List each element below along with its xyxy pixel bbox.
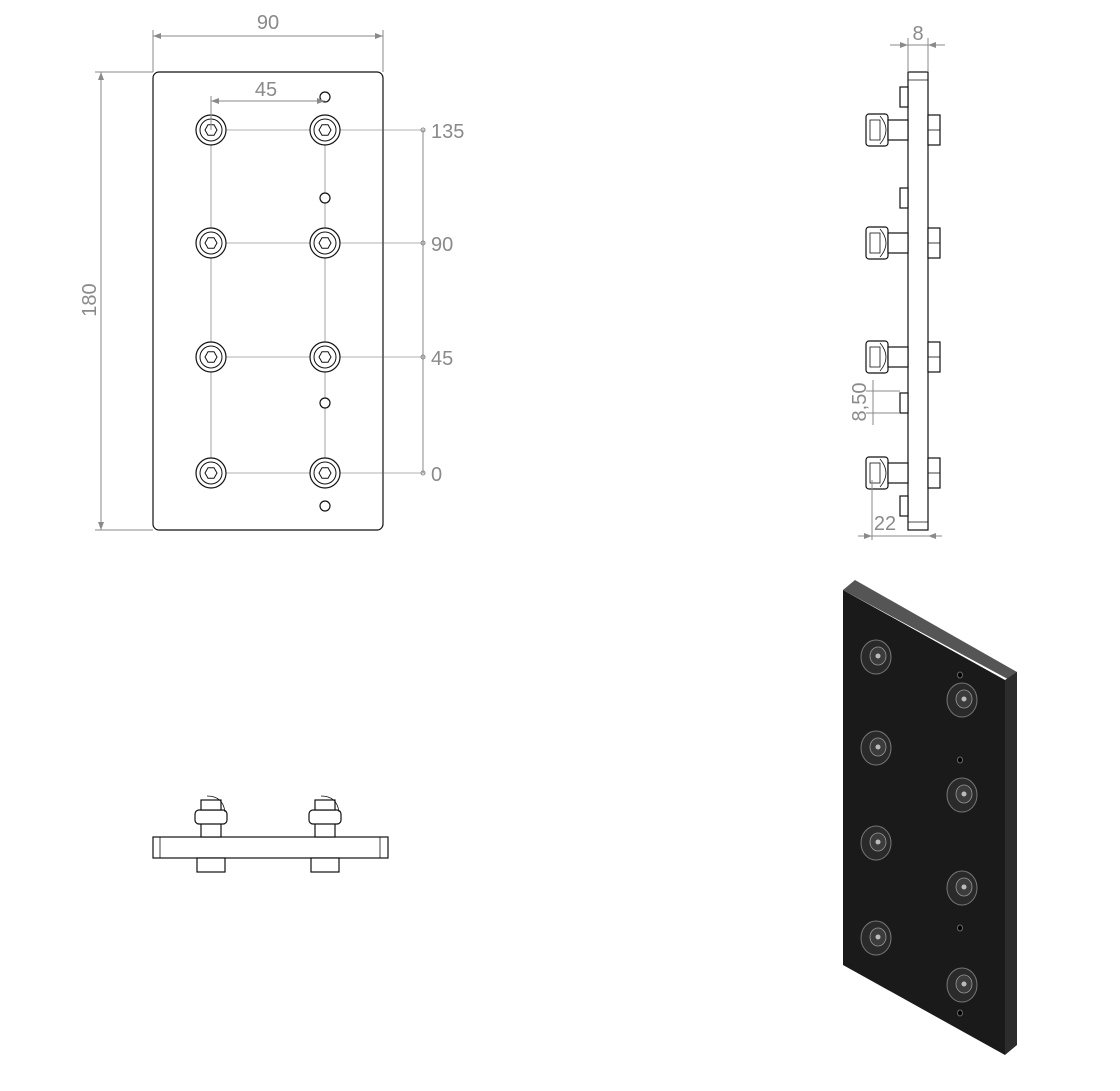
bolt-holes (195, 91, 341, 512)
t-nut-detail (869, 232, 881, 254)
pitch-dimension: 45 (210, 79, 325, 130)
side-fasteners (865, 86, 941, 517)
t-nut (865, 456, 889, 490)
ordinate-mark (420, 470, 426, 476)
t-nut-curve (879, 458, 887, 488)
hex-socket-icon (875, 744, 881, 750)
ordinate-dimensions: 135 90 45 0 (420, 121, 464, 486)
t-nut-curve (320, 795, 340, 813)
bolt-head (310, 857, 340, 873)
spacer (899, 392, 909, 414)
hex-socket-icon (318, 351, 332, 363)
t-nut-curve (879, 342, 887, 372)
t-nut (308, 809, 342, 825)
iso-small-hole (957, 1009, 963, 1017)
t-nut-curve (879, 115, 887, 145)
isometric-view (843, 580, 1017, 1055)
bolt-head-inner (313, 345, 337, 369)
bolt-shank (887, 119, 909, 141)
ordinate-mark (420, 354, 426, 360)
hex-socket-icon (318, 124, 332, 136)
ordinate-label-135: 135 (431, 121, 464, 143)
pitch-label: 45 (255, 79, 277, 101)
depth-dimension: 22 (858, 480, 942, 540)
height-dimension: 180 (79, 71, 153, 531)
spacer-label: 8,50 (849, 383, 871, 422)
spacer (899, 495, 909, 517)
front-view: 90 45 180 135 90 45 0 (79, 12, 464, 531)
small-hole (319, 397, 331, 409)
t-nut-top (314, 799, 336, 811)
ordinate-label-45: 45 (431, 348, 453, 370)
small-hole (319, 91, 331, 103)
thickness-dimension: 8 (890, 23, 945, 72)
thickness-label: 8 (912, 23, 923, 45)
t-nut-top (200, 799, 222, 811)
hex-socket-icon (204, 237, 218, 249)
width-label: 90 (257, 12, 279, 34)
spacer (899, 86, 909, 108)
height-label: 180 (79, 283, 101, 316)
hex-socket-icon (204, 351, 218, 363)
hex-socket-icon (875, 653, 881, 659)
t-nut (865, 113, 889, 147)
bolt-head-inner (313, 118, 337, 142)
hex-socket-icon (961, 696, 967, 702)
t-nut-detail (869, 346, 881, 368)
depth-label: 22 (874, 513, 896, 535)
bolt-head (196, 857, 226, 873)
plate-outline (152, 71, 384, 531)
side-plate (907, 71, 929, 531)
bottom-view (152, 795, 389, 873)
bolt-head-inner (199, 231, 223, 255)
small-hole (319, 192, 331, 204)
hex-socket-icon (961, 981, 967, 987)
hex-socket-icon (875, 934, 881, 940)
ordinate-mark (420, 127, 426, 133)
bolt-head-inner (199, 345, 223, 369)
hex-socket-icon (961, 791, 967, 797)
bolt-shank (887, 462, 909, 484)
bolt-shank (887, 232, 909, 254)
t-nut-curve (206, 795, 226, 813)
t-nut-detail (869, 119, 881, 141)
ordinate-mark (420, 240, 426, 246)
side-view: 8 8,50 22 (849, 23, 945, 540)
t-nut-detail (869, 462, 881, 484)
bolt-head-inner (199, 461, 223, 485)
iso-small-hole (957, 924, 963, 932)
ordinate-label-0: 0 (431, 464, 442, 486)
iso-small-hole (957, 671, 963, 679)
hex-socket-icon (204, 124, 218, 136)
t-nut (865, 226, 889, 260)
hex-socket-icon (318, 467, 332, 479)
bolt-shank (887, 346, 909, 368)
spacer-dimension: 8,50 (849, 380, 900, 425)
hex-socket-icon (318, 237, 332, 249)
small-hole (319, 500, 331, 512)
hex-socket-icon (961, 884, 967, 890)
spacer (899, 187, 909, 209)
t-nut-curve (879, 228, 887, 258)
bolt-head-inner (313, 231, 337, 255)
hex-socket-icon (204, 467, 218, 479)
t-nut (865, 340, 889, 374)
width-dimension: 90 (152, 12, 384, 72)
hex-socket-icon (875, 839, 881, 845)
bolt-head-inner (313, 461, 337, 485)
t-nut (194, 809, 228, 825)
ordinate-label-90: 90 (431, 234, 453, 256)
iso-small-hole (957, 756, 963, 764)
